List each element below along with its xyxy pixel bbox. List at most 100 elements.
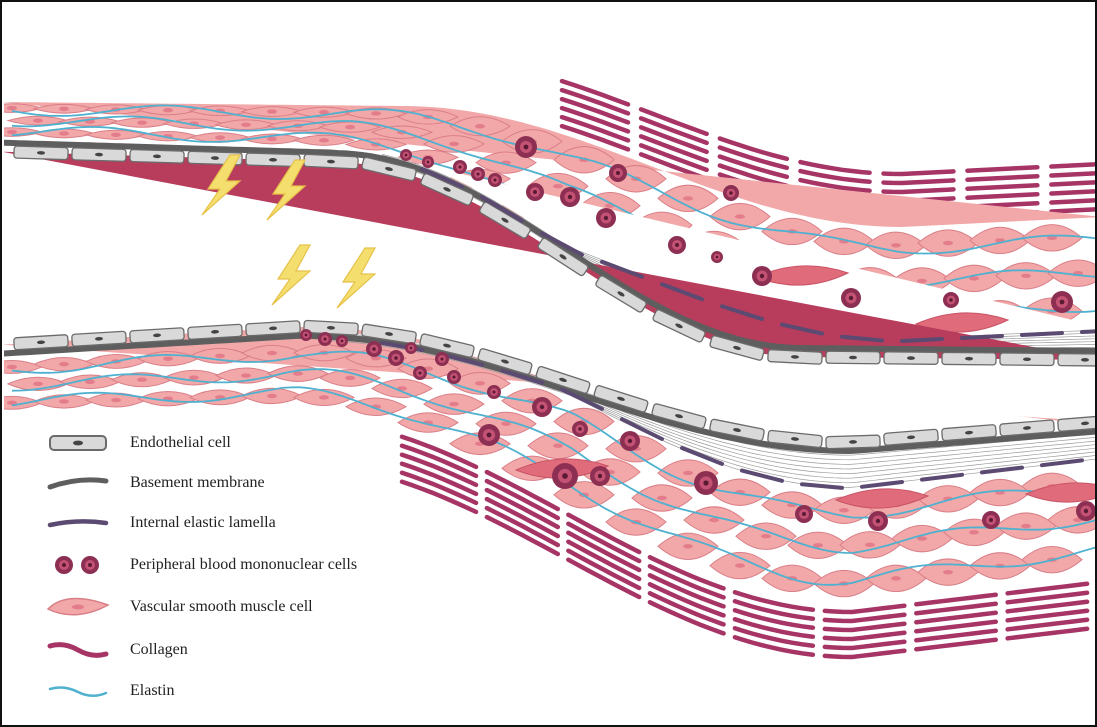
collagen-icon bbox=[46, 636, 110, 664]
iel-segment bbox=[902, 339, 942, 341]
smooth-muscle-nucleus bbox=[59, 399, 69, 403]
legend-label: Basement membrane bbox=[130, 474, 265, 492]
elastin-icon bbox=[46, 677, 110, 705]
lightning-bolt-icon bbox=[337, 248, 375, 308]
endothelial-cell bbox=[130, 328, 185, 343]
endothelial-cell bbox=[304, 154, 359, 169]
smooth-muscle-nucleus bbox=[241, 373, 251, 377]
basement-membrane-icon bbox=[46, 469, 110, 497]
smooth-muscle-nucleus bbox=[345, 376, 355, 380]
smooth-muscle-nucleus bbox=[1021, 524, 1031, 528]
smooth-muscle-nucleus bbox=[59, 131, 69, 135]
smooth-muscle-nucleus bbox=[449, 402, 459, 406]
smooth-muscle-nucleus bbox=[891, 243, 901, 247]
iel-segment bbox=[982, 468, 1022, 473]
iel-segment bbox=[1082, 330, 1097, 332]
legend-item-basement: Basement membrane bbox=[46, 468, 265, 498]
smooth-muscle-nucleus bbox=[7, 130, 17, 134]
smooth-muscle-nucleus bbox=[449, 142, 459, 146]
smooth-muscle-nucleus bbox=[319, 138, 329, 142]
smooth-muscle-nucleus bbox=[683, 471, 693, 475]
legend-label: Elastin bbox=[130, 682, 174, 700]
lightning-bolt-icon bbox=[272, 245, 310, 305]
smooth-muscle-nucleus bbox=[761, 534, 771, 538]
smooth-muscle-nucleus bbox=[111, 398, 121, 402]
internal-elastic-lamella-icon bbox=[46, 509, 110, 537]
smooth-muscle-nucleus bbox=[215, 135, 225, 139]
iel-segment bbox=[922, 475, 962, 480]
mononuclear-cells-icon bbox=[46, 551, 110, 579]
legend-label: Internal elastic lamella bbox=[130, 514, 276, 532]
endothelial-cell bbox=[72, 148, 126, 162]
smooth-muscle-nucleus bbox=[735, 214, 745, 218]
smooth-muscle-nucleus bbox=[267, 109, 277, 113]
endothelial-cell-icon bbox=[46, 429, 110, 457]
legend-label: Peripheral blood mononuclear cells bbox=[130, 556, 357, 574]
smooth-muscle-nucleus bbox=[735, 563, 745, 567]
endothelial-cell bbox=[72, 331, 127, 346]
legend-item-iel: Internal elastic lamella bbox=[46, 508, 276, 538]
smooth-muscle-nucleus bbox=[59, 362, 69, 366]
smooth-muscle-nucleus bbox=[189, 375, 199, 379]
smooth-muscle-nucleus bbox=[475, 124, 485, 128]
legend-item-collagen: Collagen bbox=[46, 635, 188, 665]
legend-item-endothelial: Endothelial cell bbox=[46, 428, 231, 458]
smooth-muscle-nucleus bbox=[163, 108, 173, 112]
endothelial-cell bbox=[14, 146, 68, 160]
smooth-muscle-nucleus bbox=[33, 118, 43, 122]
endothelial-cell bbox=[1058, 354, 1097, 367]
smooth-muscle-nucleus bbox=[917, 279, 927, 283]
smooth-muscle-nucleus bbox=[319, 395, 329, 399]
iel-segment bbox=[802, 484, 842, 488]
endothelial-cell bbox=[884, 352, 938, 365]
endothelial-cell bbox=[188, 324, 243, 339]
smooth-muscle-nucleus bbox=[475, 381, 485, 385]
smooth-muscle-nucleus bbox=[267, 394, 277, 398]
smooth-muscle-nucleus bbox=[943, 241, 953, 245]
smooth-muscle-nucleus bbox=[371, 111, 381, 115]
smooth-muscle-nucleus bbox=[683, 196, 693, 200]
smooth-muscle-nucleus bbox=[267, 351, 277, 355]
legend-label: Endothelial cell bbox=[130, 434, 231, 452]
endothelial-cell bbox=[304, 320, 359, 335]
endothelial-cell bbox=[1058, 415, 1097, 431]
endothelial-cell bbox=[942, 352, 996, 365]
smooth-muscle-nucleus bbox=[839, 508, 849, 512]
smooth-muscle-nucleus bbox=[553, 444, 563, 448]
endothelial-cell bbox=[826, 351, 880, 364]
smooth-muscle-nucleus bbox=[865, 543, 875, 547]
smooth-muscle-nucleus bbox=[137, 378, 147, 382]
smooth-muscle-nucleus bbox=[163, 356, 173, 360]
legend-label: Vascular smooth muscle cell bbox=[130, 598, 313, 616]
smooth-muscle-nucleus bbox=[891, 576, 901, 580]
smooth-muscle-nucleus bbox=[33, 382, 43, 386]
endothelial-cell bbox=[1000, 353, 1054, 366]
smooth-muscle-nucleus bbox=[267, 137, 277, 141]
smooth-muscle-nucleus bbox=[241, 123, 251, 127]
smooth-muscle-nucleus bbox=[293, 371, 303, 375]
smooth-muscle-nucleus bbox=[111, 133, 121, 137]
smooth-muscle-nucleus bbox=[943, 570, 953, 574]
smooth-muscle-nucleus bbox=[137, 120, 147, 124]
smooth-muscle-nucleus bbox=[969, 530, 979, 534]
endothelial-cell bbox=[14, 335, 69, 350]
legend-item-elastin: Elastin bbox=[46, 676, 174, 706]
smooth-muscle-nucleus bbox=[345, 125, 355, 129]
smooth-muscle-nucleus bbox=[683, 544, 693, 548]
iel-segment bbox=[862, 482, 902, 487]
iel-segment bbox=[962, 336, 1002, 338]
smooth-muscle-nucleus bbox=[7, 106, 17, 110]
smooth-muscle-nucleus bbox=[7, 365, 17, 369]
smooth-muscle-nucleus bbox=[1021, 274, 1031, 278]
iel-segment bbox=[1022, 333, 1062, 335]
endothelial-cell bbox=[246, 321, 301, 336]
legend-item-vsmc: Vascular smooth muscle cell bbox=[46, 592, 313, 622]
smooth-muscle-nucleus bbox=[59, 107, 69, 111]
smooth-muscle-nucleus bbox=[657, 496, 667, 500]
smooth-muscle-nucleus bbox=[215, 354, 225, 358]
smooth-muscle-nucleus bbox=[709, 518, 719, 522]
smooth-muscle-cell-icon bbox=[46, 593, 110, 621]
legend-item-pbmc: Peripheral blood mononuclear cells bbox=[46, 550, 357, 580]
endothelial-cell bbox=[826, 435, 880, 449]
